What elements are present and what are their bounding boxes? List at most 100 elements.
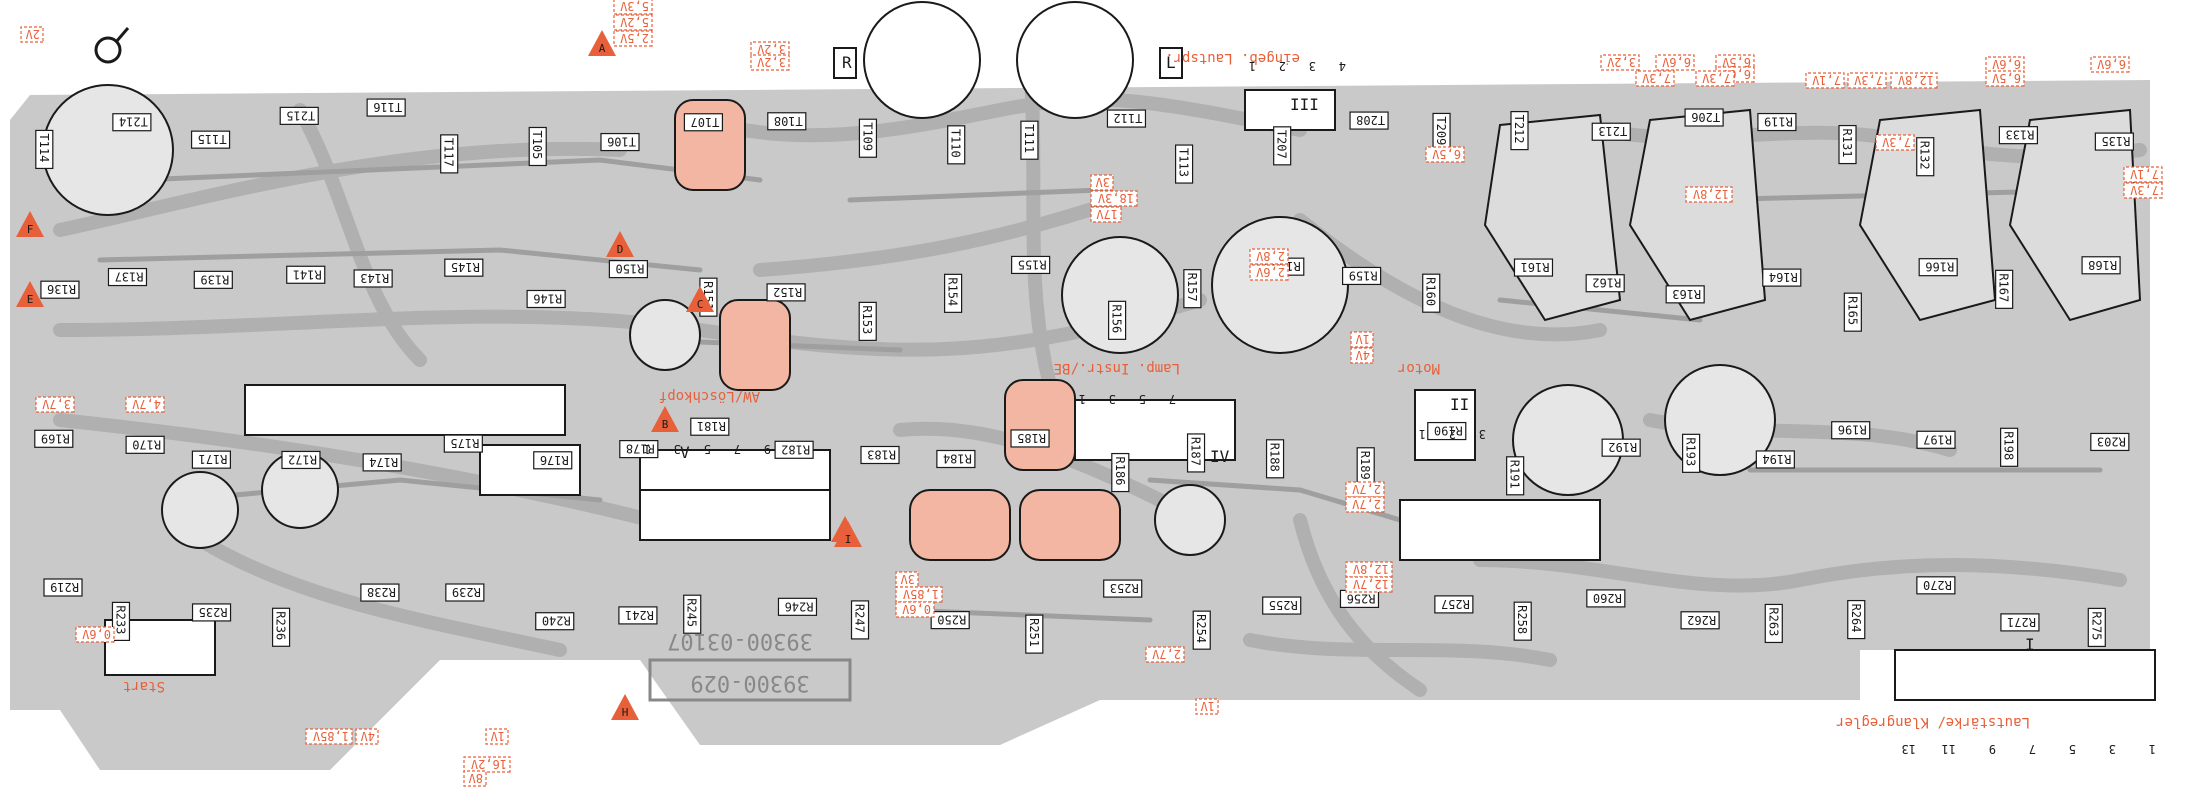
board-number-2: 39300-029 bbox=[690, 670, 809, 695]
component-r184: R184 bbox=[936, 449, 976, 469]
voltage-tag-label: 3,2V bbox=[757, 42, 786, 56]
component-r136: R136 bbox=[40, 280, 80, 299]
voltage-tag-label: 3,2V bbox=[1607, 55, 1636, 69]
connector-pin: 7 bbox=[1169, 392, 1176, 406]
component-r263: R263 bbox=[1764, 603, 1783, 644]
voltage-tag: 2,5V bbox=[613, 30, 653, 47]
component-label: R165 bbox=[1845, 296, 1859, 325]
component-label: T207 bbox=[1275, 130, 1289, 159]
voltage-tag: 1V bbox=[1350, 331, 1374, 348]
voltage-tag-label: 4,7V bbox=[132, 397, 161, 411]
component-r192: R192 bbox=[1601, 438, 1641, 457]
component-r238: R238 bbox=[360, 583, 400, 602]
component-label: R198 bbox=[2002, 431, 2016, 460]
voltage-tag: 1V bbox=[1195, 698, 1219, 715]
component-r233: R233 bbox=[111, 601, 131, 642]
component-label: T111 bbox=[1022, 124, 1036, 153]
component-label: R235 bbox=[199, 605, 228, 619]
voltage-tag: 0,6V bbox=[895, 601, 935, 618]
component-t206: T206 bbox=[1684, 108, 1724, 127]
component-t114: T114 bbox=[35, 129, 54, 170]
component-label: R156 bbox=[1110, 304, 1124, 333]
component-r182: R182 bbox=[774, 440, 814, 459]
component-label: R150 bbox=[615, 262, 644, 276]
component-label: R145 bbox=[451, 260, 480, 274]
component-r219: R219 bbox=[43, 578, 83, 597]
voltage-tag: 6,6V bbox=[1655, 54, 1695, 71]
voltage-tag: 1,85V bbox=[895, 586, 943, 603]
component-label: R136 bbox=[47, 282, 76, 296]
component-r175: R175 bbox=[443, 434, 483, 453]
component-label: R239 bbox=[452, 585, 481, 599]
connector-blocks bbox=[104, 89, 2156, 701]
component-r168: R168 bbox=[2081, 256, 2121, 275]
header-label-group: eingeb. Lautspr. Motor Lamp. Instr./BE A… bbox=[123, 50, 2030, 730]
connector-pin: 13 bbox=[1902, 742, 1916, 756]
voltage-tag: 4,7V bbox=[125, 396, 165, 413]
component-r197: R197 bbox=[1916, 430, 1956, 449]
voltage-tag-label: 4V bbox=[361, 729, 375, 743]
component-label: R178 bbox=[626, 442, 655, 456]
connector-pin: 1 bbox=[644, 442, 651, 456]
speaker-tag-right: R bbox=[842, 53, 852, 72]
component-label: T115 bbox=[198, 132, 227, 146]
component-r198: R198 bbox=[2000, 427, 2019, 467]
marker-f: F bbox=[16, 211, 44, 237]
component-r241: R241 bbox=[618, 606, 658, 625]
component-t212: T212 bbox=[1510, 111, 1529, 151]
voltage-tag: 1,85V bbox=[305, 728, 353, 745]
component-label: R154 bbox=[946, 277, 960, 306]
component-r137: R137 bbox=[107, 267, 148, 287]
voltage-tag-label: 12,8V bbox=[1693, 187, 1729, 201]
connector-pin: 3 bbox=[674, 442, 681, 456]
voltage-tag: 16,2V bbox=[463, 756, 511, 773]
voltage-tag: 12,7V bbox=[1345, 576, 1393, 593]
voltage-tag: 3,2V bbox=[750, 41, 790, 58]
component-r264: R264 bbox=[1847, 599, 1866, 640]
component-label: T215 bbox=[286, 108, 315, 122]
component-r165: R165 bbox=[1843, 292, 1862, 332]
component-label: R190 bbox=[1434, 424, 1463, 438]
voltage-tag: 5,2V bbox=[613, 14, 653, 31]
marker-letter: B bbox=[662, 418, 669, 431]
start-label: Start bbox=[123, 678, 165, 694]
component-label: R184 bbox=[943, 451, 972, 465]
component-r135: R135 bbox=[2094, 132, 2134, 151]
component-r246: R246 bbox=[777, 597, 818, 616]
component-t106: T106 bbox=[600, 132, 640, 152]
component-label: T108 bbox=[774, 114, 803, 128]
component-label: R182 bbox=[781, 442, 810, 456]
connector-pin: 4 bbox=[1339, 59, 1346, 73]
component-r159: R159 bbox=[1342, 266, 1382, 286]
component-label: R246 bbox=[785, 599, 814, 613]
component-label: R175 bbox=[450, 436, 479, 450]
component-r119: R119 bbox=[1757, 112, 1797, 132]
voltage-tag-label: 6,6V bbox=[2097, 57, 2126, 71]
voltage-tag-label: 1V bbox=[1356, 332, 1370, 346]
component-r141: R141 bbox=[286, 265, 326, 284]
marker-d: D bbox=[606, 231, 634, 257]
component-label: R233 bbox=[113, 605, 127, 634]
voltage-tag: 3,2V bbox=[750, 54, 790, 71]
speaker-label: eingeb. Lautspr. bbox=[1165, 50, 1300, 66]
component-label: R167 bbox=[1997, 273, 2011, 302]
component-label: R161 bbox=[1521, 260, 1550, 274]
component-r155: R155 bbox=[1011, 255, 1051, 275]
component-label: T209 bbox=[1434, 116, 1448, 145]
component-r172: R172 bbox=[281, 450, 321, 470]
marker-letter: A bbox=[599, 42, 606, 55]
component-label: R258 bbox=[1515, 605, 1529, 634]
component-r167: R167 bbox=[1995, 269, 2014, 309]
voltage-tag-label: 2V bbox=[26, 27, 40, 41]
component-label: R135 bbox=[2101, 134, 2130, 148]
connector-label: III bbox=[1290, 95, 1319, 114]
voltage-tag-label: 1,85V bbox=[313, 729, 349, 743]
component-r162: R162 bbox=[1585, 274, 1625, 293]
connector-label: I bbox=[2025, 635, 2035, 654]
component-label: T105 bbox=[530, 130, 544, 159]
component-t213: T213 bbox=[1591, 122, 1631, 141]
connector-pin: 1 bbox=[1249, 59, 1256, 73]
